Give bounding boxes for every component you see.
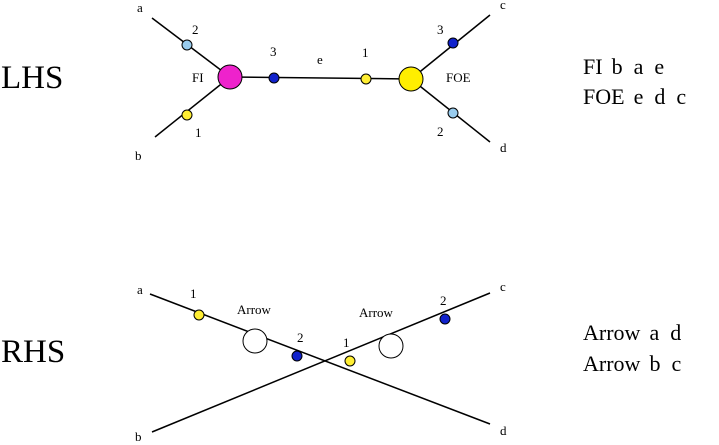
lhs-port-fi-3: [268, 72, 280, 84]
rhs-port-number: 2: [440, 293, 447, 308]
rhs-rule-1: Arrow a d: [583, 320, 681, 345]
lhs-leg-a-label: a: [137, 0, 143, 15]
rhs-port-2: [291, 350, 303, 362]
rhs-port-number: 1: [190, 286, 197, 301]
lhs-vertex-foe: [398, 66, 424, 92]
lhs-leg-b-label: b: [135, 148, 142, 163]
rhs-rule-2-vertex: Arrow: [583, 351, 641, 376]
rhs-leg-b-label: b: [135, 429, 142, 444]
rhs-vertex-arrow-1-label: Arrow: [237, 302, 272, 317]
rhs-port-number: 1: [343, 335, 350, 350]
rhs-vertex-arrow-1: [242, 328, 268, 354]
lhs-port-fi-2: [181, 39, 193, 51]
lhs-port-foe-3: [447, 37, 459, 49]
rhs-port-1: [193, 309, 205, 321]
rhs-port-number: 2: [297, 330, 304, 345]
lhs-section-label: LHS: [1, 60, 63, 96]
lhs-port-number: 3: [270, 44, 277, 59]
lhs-rule-1-args: b a e: [612, 54, 665, 79]
rhs-section-label: RHS: [1, 334, 65, 370]
lhs-rule-1-vertex: FI: [583, 54, 603, 79]
rhs-port-1: [344, 355, 356, 367]
lhs-leg-c-label: c: [500, 0, 506, 12]
rhs-leg-d-label: d: [500, 423, 507, 438]
lhs-port-fi-1: [181, 109, 193, 121]
lhs-port-number: 2: [437, 124, 444, 139]
rhs-port-2: [439, 313, 451, 325]
lhs-port-number: 1: [195, 125, 202, 140]
rhs-edge-b-c: [151, 292, 491, 433]
rhs-rule-2: Arrow b c: [583, 351, 681, 376]
lhs-edge-e: [229, 76, 412, 80]
lhs-port-number: 1: [362, 45, 369, 60]
lhs-edge-e-label: e: [317, 52, 323, 67]
lhs-port-number: 2: [192, 22, 199, 37]
lhs-port-foe-1: [360, 73, 372, 85]
lhs-edge-b: [154, 76, 231, 138]
rhs-leg-c-label: c: [500, 279, 506, 294]
rhs-edge-a-d: [149, 293, 491, 425]
rhs-vertex-arrow-2-label: Arrow: [359, 305, 394, 320]
lhs-vertex-fi-label: FI: [192, 70, 204, 85]
lhs-port-number: 3: [437, 22, 444, 37]
lhs-rule-1: FI b a e: [583, 54, 664, 79]
lhs-leg-d-label: d: [500, 140, 507, 155]
rhs-leg-a-label: a: [137, 282, 143, 297]
rhs-rule-2-args: b c: [649, 351, 681, 376]
lhs-rule-2-vertex: FOE: [583, 84, 625, 109]
rhs-rule-1-args: a d: [649, 320, 681, 345]
lhs-rule-2: FOE e d c: [583, 84, 686, 109]
rhs-rule-1-vertex: Arrow: [583, 320, 641, 345]
rhs-vertex-arrow-2: [378, 333, 404, 359]
lhs-rule-2-args: e d c: [634, 84, 687, 109]
lhs-vertex-foe-label: FOE: [446, 70, 471, 85]
lhs-vertex-fi: [217, 64, 243, 90]
lhs-port-foe-2: [447, 107, 459, 119]
